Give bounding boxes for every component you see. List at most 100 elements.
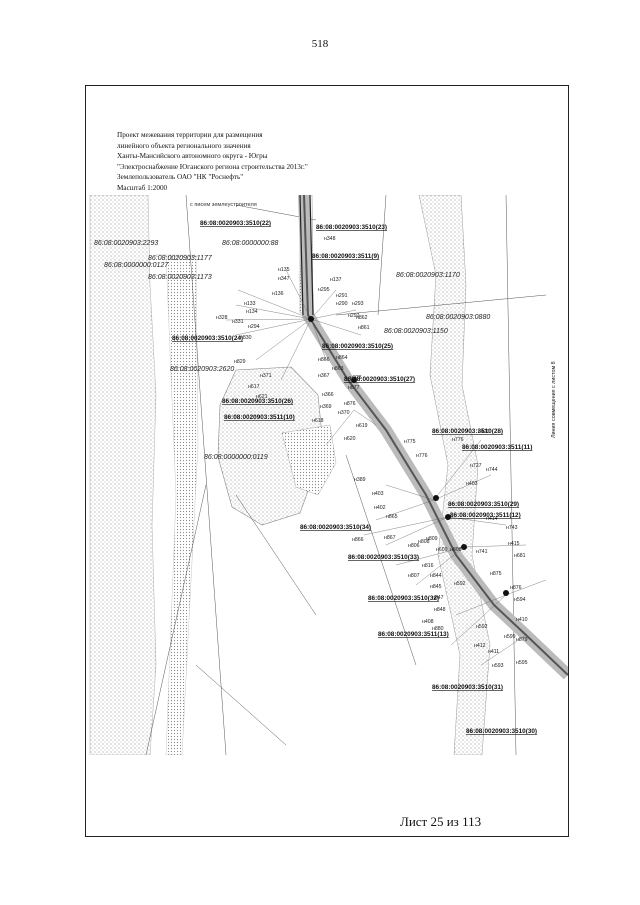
pole	[308, 316, 314, 322]
point-label: н592	[454, 581, 466, 587]
point-label: н809	[426, 536, 438, 542]
parcel-label: 86:08:0020903:1170	[396, 272, 460, 279]
point-label: н293	[352, 301, 364, 307]
parcel-label: 86:08:0020903:3510(26)	[222, 398, 293, 405]
parcel-label: 86:08:0020903:3510(25)	[322, 343, 393, 350]
point-label: н403	[466, 481, 478, 487]
parcel-label: 86:08:0000000:0127	[104, 262, 169, 269]
hatched-zone-left-inner	[156, 254, 199, 755]
point-labels: н348 н135 н347 н137 н136 н291 н295 н133 …	[216, 236, 528, 669]
point-label: н844	[430, 573, 442, 579]
point-label: н369	[320, 404, 332, 410]
point-label: н331	[232, 319, 244, 325]
parcel-label: 86:08:0020903:1177	[148, 255, 213, 262]
parcel-label: 86:08:0020903:3510(29)	[448, 501, 519, 508]
parcel-label: 86:08:0020903:3511(13)	[378, 631, 449, 638]
page-number: 518	[311, 38, 329, 50]
match-line-text: Линия совмещения с листом 8	[551, 361, 557, 438]
land-user-line: Землепользователь ОАО "НК "Роснефть"	[117, 173, 244, 181]
point-label: н402	[374, 505, 386, 511]
parcel-label: 86:08:0020903:3510(24)	[172, 335, 243, 342]
point-label: н878	[350, 375, 362, 381]
parcel-label: 86:08:0020903:3510(32)	[368, 595, 439, 602]
hatched-zone-center-2	[281, 424, 337, 496]
drawing-frame	[85, 85, 569, 837]
point-label: н294	[248, 324, 260, 330]
point-label: н877	[348, 385, 360, 391]
point-label: н845	[430, 584, 442, 590]
point-label: н367	[318, 373, 330, 379]
background-lines	[145, 195, 547, 755]
point-label: н410	[516, 617, 528, 623]
point-label: н415	[508, 541, 520, 547]
point-label: н865	[386, 514, 398, 520]
survey-rays	[225, 269, 547, 666]
point-label: н617	[248, 384, 260, 390]
point-label: н621	[256, 394, 268, 400]
parcel-label: 86:08:0020903:3510(22)	[200, 220, 271, 227]
sheet-number: Лист 25 из 113	[400, 814, 482, 829]
point-label: н876	[344, 401, 356, 407]
point-label: н743	[506, 525, 518, 531]
hatched-zone-left	[89, 195, 157, 755]
match-line-note: Линия совмещения с листом 8	[551, 361, 557, 438]
point-label: н775	[404, 439, 416, 445]
point-label: н744	[486, 467, 498, 473]
pole	[503, 590, 509, 596]
drawing-title-block: Проект межевания территории для размещен…	[117, 130, 308, 193]
point-label: н133	[244, 301, 256, 307]
poles	[308, 316, 509, 596]
point-label: н292	[348, 313, 360, 319]
point-label: н847	[432, 595, 444, 601]
point-label: н866	[352, 537, 364, 543]
parcel-label: 86:08:0020903:3511(9)	[312, 253, 379, 260]
parcel-label: 86:08:0000000:88	[222, 240, 279, 247]
point-label: н370	[338, 410, 350, 416]
point-label: н741	[476, 549, 488, 555]
point-label: н348	[324, 236, 336, 242]
pole	[445, 514, 451, 520]
point-label: н808	[418, 539, 430, 545]
point-label: н408	[422, 619, 434, 625]
parcel-labels-underlined: 86:08:0020903:3510(22) 86:08:0020903:351…	[172, 220, 537, 735]
point-label: н862	[356, 315, 368, 321]
point-label: н594	[514, 597, 526, 603]
parcel-label: 86:08:0020903:3511(11)	[462, 444, 532, 451]
point-label: н414	[486, 516, 498, 522]
point-label: н328	[216, 315, 228, 321]
point-label: н592	[476, 624, 488, 630]
title-line-2: линейного объекта регионального значения	[117, 141, 251, 150]
pole	[351, 377, 357, 383]
title-line-3: Ханты-Мансийского автономного округа - Ю…	[117, 152, 268, 160]
point-label: н137	[330, 277, 342, 283]
point-label: н808	[450, 547, 462, 553]
point-label: н830	[240, 335, 252, 341]
title-line-1: Проект межевания территории для размещен…	[117, 131, 263, 139]
parcel-label: 86:08:0020903:3510(31)	[432, 684, 503, 691]
point-label: н861	[358, 325, 370, 331]
point-label: н403	[372, 491, 384, 497]
parcel-label: 86:08:0020903:3511(10)	[224, 414, 295, 421]
parcel-label: 86:08:0020903:0880	[426, 314, 490, 321]
point-label: н807	[408, 573, 420, 579]
point-label: н816	[422, 563, 434, 569]
point-label: н879	[516, 637, 528, 643]
title-line-4: "Электроснабжение Юганского региона стро…	[117, 162, 308, 171]
point-label: н609	[436, 547, 448, 553]
parcel-label: 86:08:0020903:3510(33)	[348, 554, 419, 561]
point-label: н420	[478, 429, 490, 435]
point-label: н867	[384, 535, 396, 541]
point-label: н619	[356, 423, 368, 429]
scale-line: Масштаб 1:2000	[117, 183, 168, 192]
pole	[433, 495, 439, 501]
point-label: н866	[318, 357, 330, 363]
point-label: н875	[490, 571, 502, 577]
point-label: н371	[260, 373, 272, 379]
survey-map: 86:08:0020903:3510(22) 86:08:0020903:351…	[89, 195, 568, 755]
point-label: н776	[452, 437, 464, 443]
parcel-label: 86:08:0020903:2620	[170, 366, 234, 373]
point-label: н136	[272, 291, 284, 297]
point-label: н412	[474, 643, 486, 649]
point-label: н880	[432, 626, 444, 632]
point-label: н595	[516, 660, 528, 666]
